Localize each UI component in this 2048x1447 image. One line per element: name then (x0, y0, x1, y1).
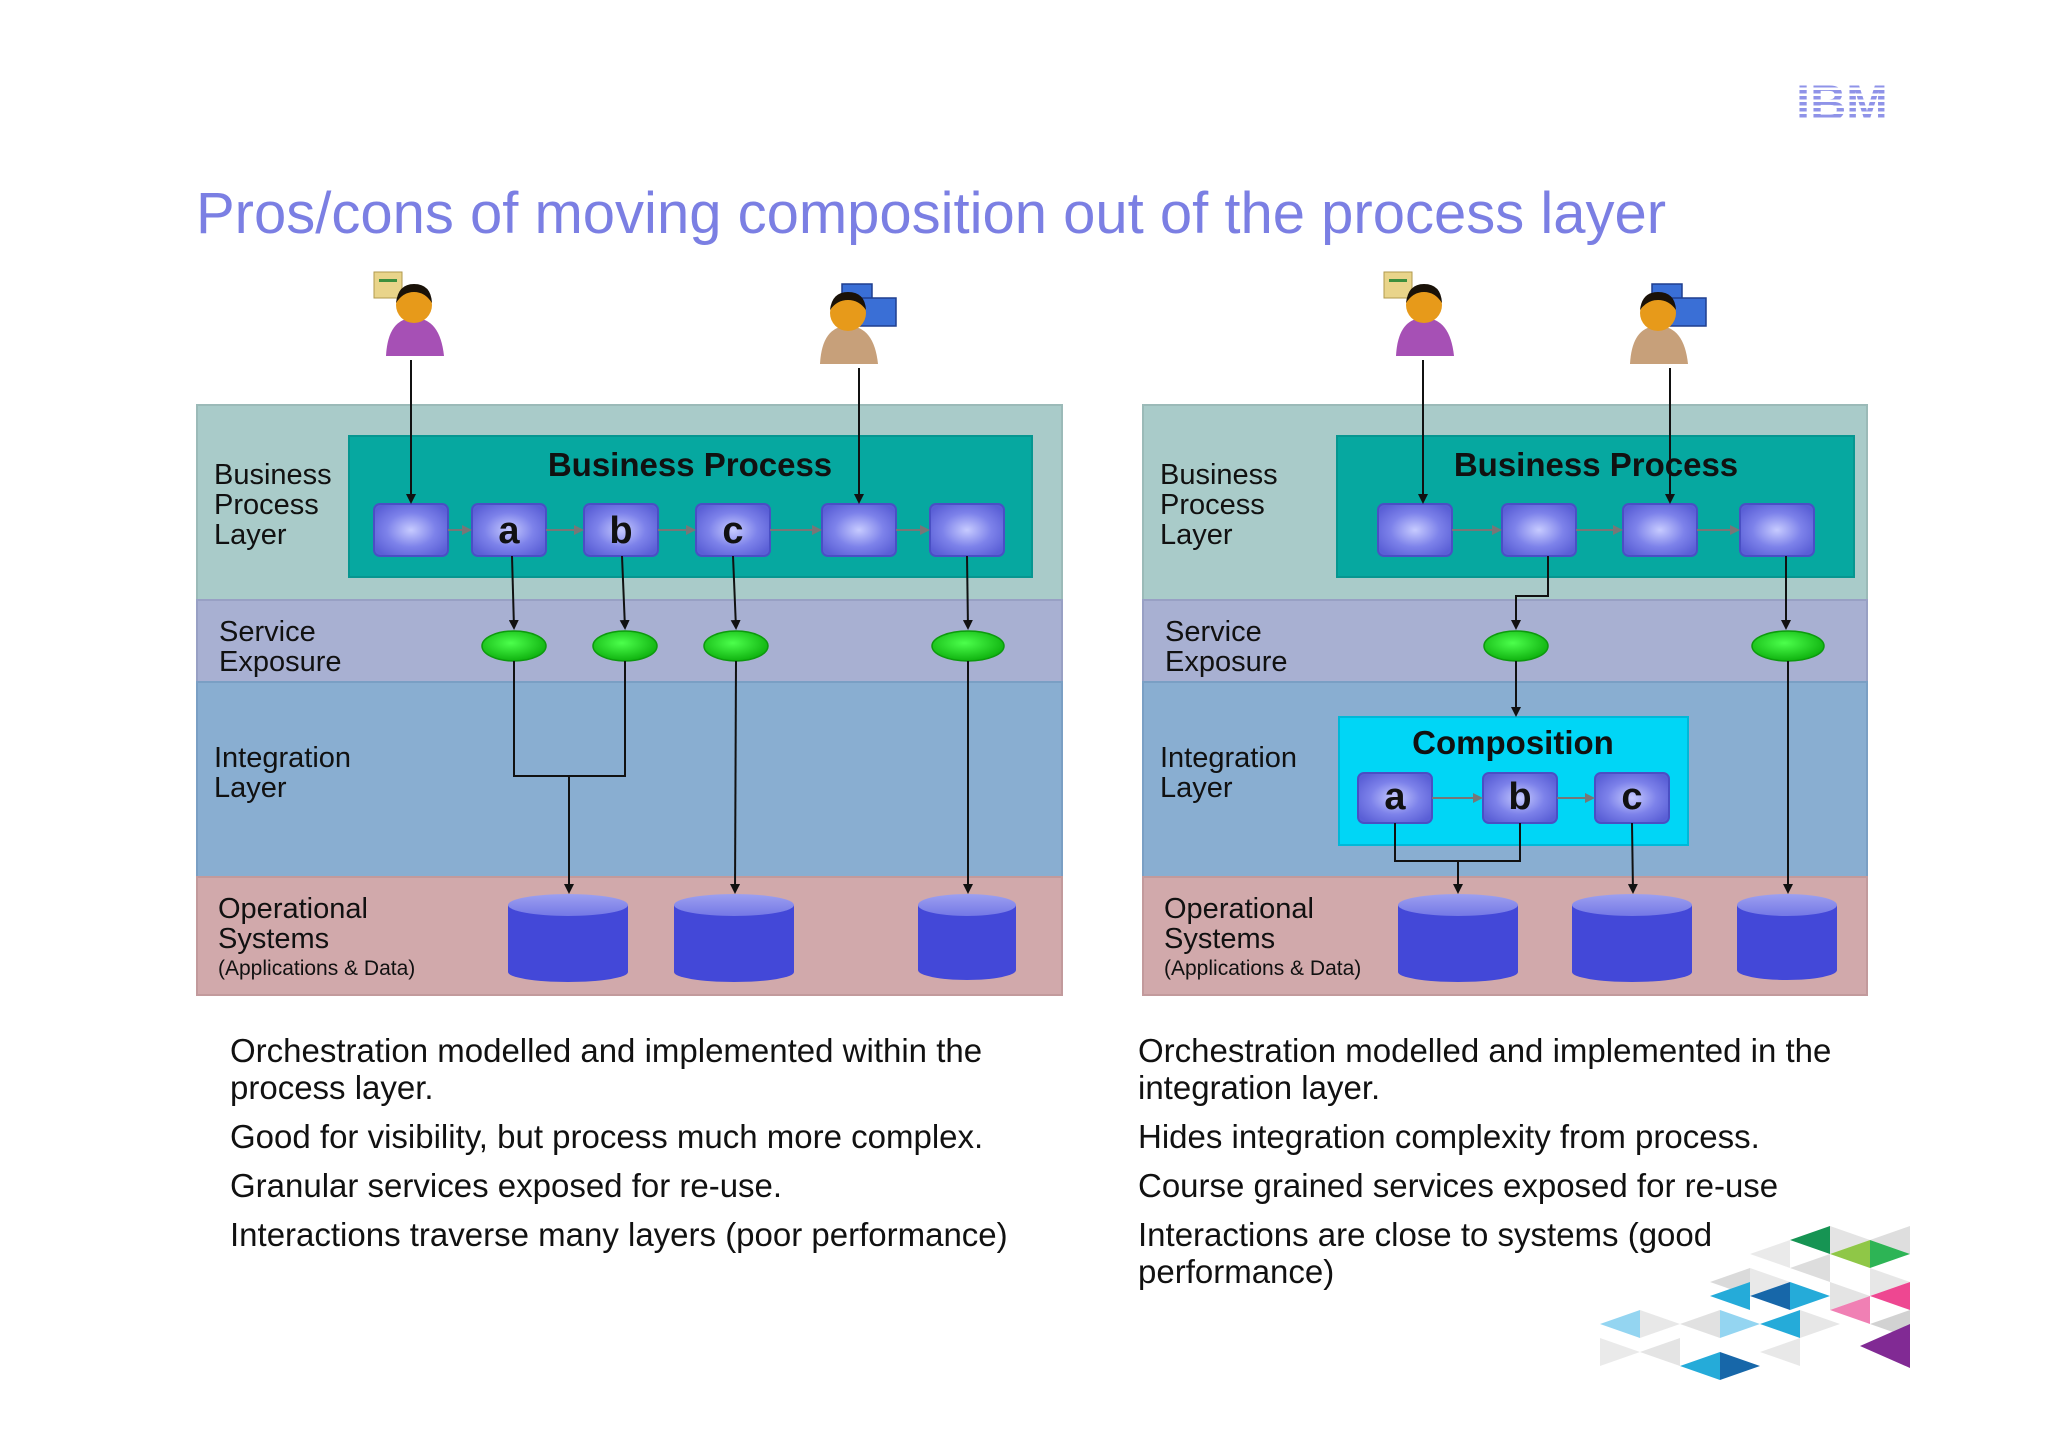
right-comp-node-b-label: b (1508, 776, 1532, 818)
right-business-process-title: Business Process (1453, 446, 1739, 483)
decorative-triangle-pattern (1600, 1226, 1910, 1380)
right-node-start (1377, 503, 1453, 557)
left-database-3 (918, 894, 1016, 980)
left-bullet-list: Orchestration modelled and implemented w… (230, 1032, 1060, 1265)
right-service-endpoints (1483, 630, 1825, 662)
right-comp-node-a-label: a (1384, 776, 1406, 818)
left-node-human (821, 503, 897, 557)
left-person-user-icon (373, 271, 444, 356)
left-bullet-3: Granular services exposed for re-use. (230, 1167, 783, 1204)
slide-title: Pros/cons of moving composition out of t… (196, 181, 1667, 246)
left-node-end (929, 503, 1005, 557)
right-bullet-list: Orchestration modelled and implemented i… (1138, 1032, 1878, 1302)
left-service-endpoint-end (931, 630, 1005, 662)
right-node-human (1622, 503, 1698, 557)
left-operational-layer-band (196, 876, 1063, 996)
left-node-c-label: c (722, 510, 744, 552)
left-integration-layer-band (196, 681, 1063, 878)
right-comp-node-c-label: c (1621, 776, 1643, 818)
right-process-nodes (1377, 503, 1815, 557)
right-database-1 (1398, 894, 1518, 982)
right-composition-title: Composition (1412, 724, 1614, 761)
right-node-service (1501, 503, 1577, 557)
left-person-admin-icon (820, 283, 897, 364)
right-bullet-3: Course grained services exposed for re-u… (1138, 1167, 1779, 1204)
right-person-admin-icon (1630, 283, 1707, 364)
left-service-endpoint-a (481, 630, 547, 662)
left-database-2 (674, 894, 794, 982)
right-connectors (1394, 360, 1793, 894)
right-database-3 (1737, 894, 1837, 980)
right-database-2 (1572, 894, 1692, 982)
left-bullet-4: Interactions traverse many layers (poor … (230, 1216, 1008, 1253)
right-panel (1142, 271, 1868, 996)
left-service-endpoint-b (592, 630, 658, 662)
left-node-a-label: a (498, 510, 520, 552)
left-databases (508, 894, 1016, 982)
right-person-user-icon (1383, 271, 1454, 356)
ibm-logo: IBM (1796, 78, 1888, 126)
left-database-1 (508, 894, 628, 982)
left-service-endpoint-c (703, 630, 769, 662)
left-bullet-1: Orchestration modelled and implemented w… (230, 1032, 983, 1106)
left-service-endpoints (481, 630, 1005, 662)
right-bullet-4: Interactions are close to systems (good … (1138, 1216, 1713, 1290)
left-node-start (373, 503, 449, 557)
right-bullet-2: Hides integration complexity from proces… (1138, 1118, 1760, 1155)
right-service-endpoint-composition (1483, 630, 1549, 662)
right-node-end (1739, 503, 1815, 557)
left-connectors (406, 360, 973, 894)
left-business-process-title: Business Process (547, 446, 833, 483)
left-node-b-label: b (609, 510, 633, 552)
left-bullet-2: Good for visibility, but process much mo… (230, 1118, 984, 1155)
right-service-endpoint-end (1751, 630, 1825, 662)
left-business-process-box (348, 435, 1033, 578)
left-panel (196, 271, 1063, 996)
right-bullet-1: Orchestration modelled and implemented i… (1138, 1032, 1832, 1106)
svg-text:IBM: IBM (1796, 78, 1888, 126)
right-databases (1398, 894, 1837, 982)
